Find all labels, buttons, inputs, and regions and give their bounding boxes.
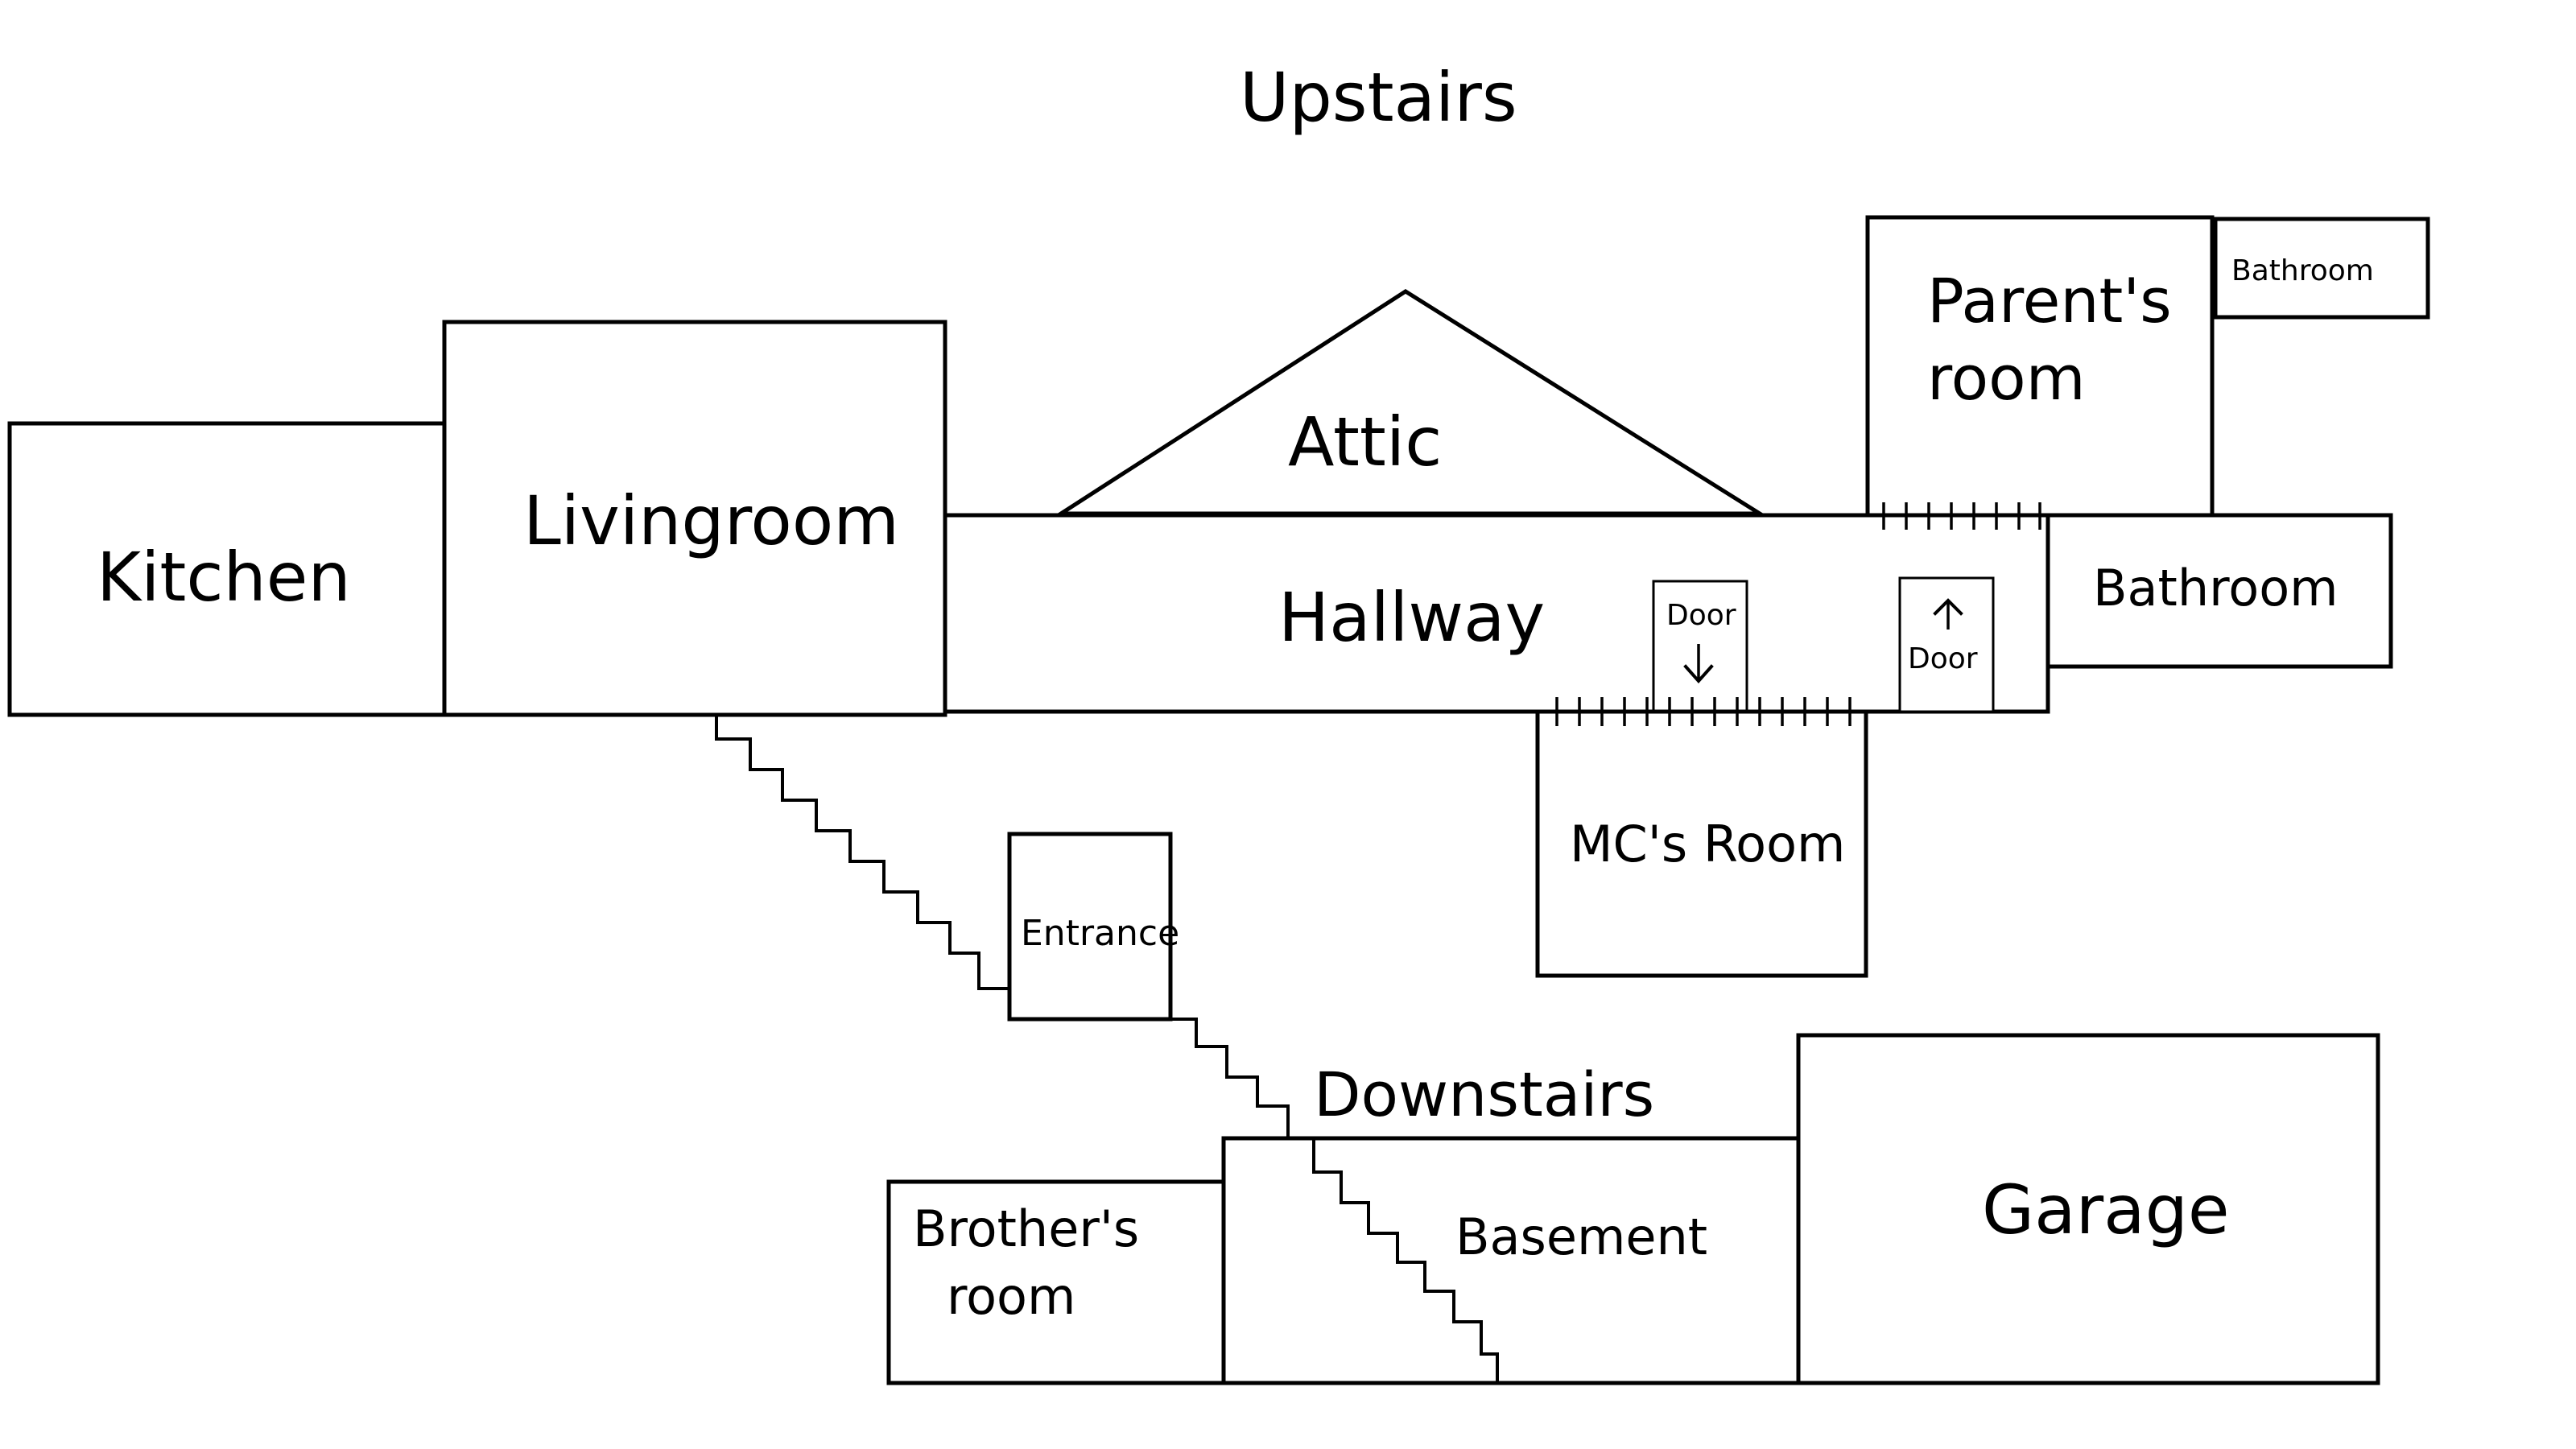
garage-label: Garage — [1982, 1170, 2230, 1249]
bathroom-small-room — [2213, 217, 2430, 320]
hallway-label: Hallway — [1278, 578, 1545, 657]
entrance-label: Entrance — [1021, 913, 1179, 954]
basement-label: Basement — [1455, 1208, 1707, 1266]
brothers-room-label-line2: room — [947, 1267, 1075, 1326]
bathroom-right-room — [2046, 513, 2393, 669]
parents-room-label-line1: Parent's — [1927, 265, 2172, 336]
door-left-label: Door — [1666, 599, 1736, 632]
door-right-label: Door — [1908, 642, 1978, 675]
livingroom-label: Livingroom — [523, 481, 899, 560]
kitchen-room — [7, 421, 447, 717]
livingroom-room — [442, 320, 947, 717]
arrow-down-icon — [1683, 644, 1714, 684]
entrance-room — [1007, 832, 1173, 1022]
parents-room-label-line2: room — [1927, 342, 2086, 414]
parents-room — [1865, 215, 2215, 518]
downstairs-title: Downstairs — [1314, 1059, 1654, 1130]
door-left — [1652, 580, 1748, 713]
mcs-room-stair-ticks — [1555, 697, 1852, 726]
stairs-entrance-to-downstairs — [1169, 1018, 1290, 1140]
bathroom-right-label: Bathroom — [2093, 559, 2339, 617]
mcs-room — [1535, 709, 1868, 978]
garage-room — [1796, 1033, 2380, 1385]
stairs-livingroom-to-entrance — [715, 713, 1011, 990]
upstairs-title: Upstairs — [1240, 58, 1517, 137]
mcs-room-label: MC's Room — [1570, 815, 1845, 873]
hallway-room — [943, 513, 2050, 714]
parents-room-stair-ticks — [1882, 502, 2041, 530]
stairs-in-basement — [1312, 1137, 1499, 1383]
kitchen-label: Kitchen — [97, 538, 351, 617]
brothers-room — [886, 1179, 1226, 1385]
bathroom-small-label: Bathroom — [2231, 254, 2374, 287]
basement-room — [1221, 1136, 1801, 1385]
arrow-up-icon — [1933, 598, 1963, 630]
brothers-room-label-line1: Brother's — [913, 1199, 1139, 1258]
attic-label: Attic — [1288, 402, 1442, 481]
